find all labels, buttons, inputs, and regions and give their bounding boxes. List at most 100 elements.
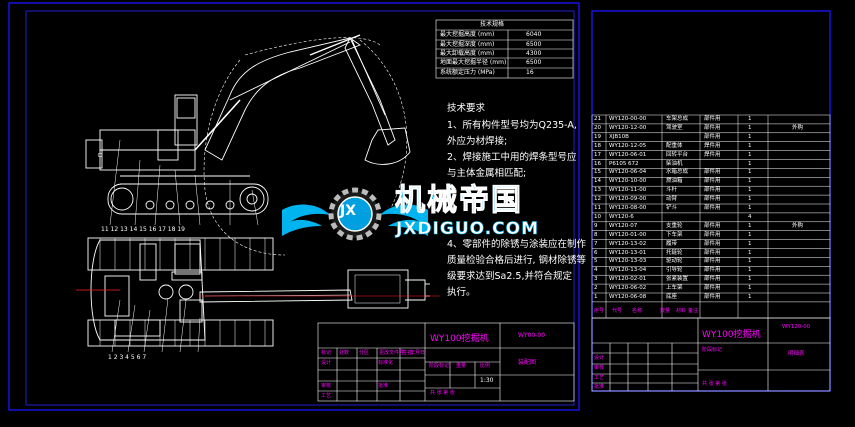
bom-cell-qty: 1 (748, 240, 752, 247)
left-sheet-border (8, 2, 580, 411)
balloon-labels-top: 1 2 3 4 5 6 7 (108, 354, 146, 361)
bom-cell-name: 燃油箱 (666, 178, 683, 185)
excavator-side-view (85, 34, 411, 256)
left-title-block-label: 标准化 (378, 360, 394, 366)
bom-cell-code: WY120-10-00 (609, 178, 647, 185)
bom-cell-no: 12 (594, 196, 601, 203)
left-title-block-label: 共 张 第 张 (430, 390, 455, 396)
bom-cell-no: 15 (594, 169, 601, 176)
watermark-brand: 机械帝国 (395, 183, 523, 218)
bom-cell-no: 11 (594, 205, 601, 211)
bom-cell-material: 部件用 (704, 124, 721, 131)
bom-cell-name: 车架总成 (666, 116, 689, 122)
right-title-block-name: WY100挖掘机 (702, 330, 761, 340)
bom-cell-no: 17 (594, 151, 601, 158)
bom-cell-material: 部件用 (704, 222, 721, 229)
bom-cell-name: 托链轮 (666, 249, 683, 256)
bom-cell-no: 5 (594, 258, 598, 265)
bom-cell-material: 部件用 (704, 116, 721, 122)
bom-cell-qty: 1 (748, 267, 752, 274)
tech-requirement-line: 级要求达到Sa2.5,并符合规定 (447, 271, 572, 282)
spec-table-grid (435, 19, 574, 79)
bom-cell-material: 部件用 (704, 187, 721, 194)
spec-row-label: 地面最大挖掘半径 (mm) (440, 59, 507, 66)
bom-cell-qty: 1 (748, 205, 752, 211)
left-title-block-label: 比例 (480, 363, 491, 369)
bom-cell-no: 8 (594, 231, 598, 238)
left-title-block-name: WY100挖掘机 (430, 334, 489, 344)
bom-cell-code: WY120-06-04 (609, 169, 647, 176)
bom-cell-material: 部件用 (704, 178, 721, 185)
bom-cell-name: 驱动轮 (666, 258, 683, 265)
right-title-block-header: 名称 (632, 308, 643, 314)
bom-cell-code: WY120-07 (609, 222, 638, 229)
right-title-block-header: 备注 (688, 308, 699, 314)
bom-cell-no: 19 (594, 133, 601, 140)
tech-requirement-line: 1、所有构件型号均为Q235-A, (447, 120, 577, 131)
bom-cell-code: WY120-06-08 (609, 294, 647, 300)
bom-cell-code: WY120-13-03 (609, 258, 647, 265)
bom-cell-code: WY120-06-01 (609, 151, 647, 158)
bom-cell-code: XJB10B (609, 133, 629, 140)
right-title-block-label: 审核 (594, 365, 605, 371)
tech-requirement-line: 与主体金属相匹配; (447, 168, 527, 179)
bom-cell-qty: 1 (748, 258, 752, 265)
bom-cell-no: 14 (594, 178, 601, 185)
bom-cell-code: WY120-00-00 (609, 116, 647, 122)
bom-cell-name: 动臂 (666, 196, 678, 203)
spec-row-value: 6040 (526, 31, 542, 38)
bom-cell-qty: 1 (748, 276, 752, 283)
left-title-block-code: WY00-00 (518, 332, 546, 339)
bom-cell-name: 下车架 (666, 231, 683, 238)
left-title-block-grid (317, 322, 575, 402)
left-sheet-inner-border (25, 10, 575, 406)
bom-cell-qty: 1 (748, 151, 752, 158)
right-title-block-label: 阶段标记 (702, 347, 723, 353)
tech-requirement-line: 2、焊接施工中用的焊条型号应 (447, 152, 577, 163)
watermark-gear-logo-icon (282, 187, 428, 241)
tech-requirements-title: 技术要求 (447, 103, 486, 114)
watermark-badge: JX (340, 203, 357, 219)
bom-cell-no: 4 (594, 267, 598, 274)
bom-cell-name: 引导轮 (666, 267, 683, 274)
right-title-block-header: 材料 (676, 308, 687, 314)
bom-cell-no: 1 (594, 294, 598, 300)
tech-requirement-line: 4、零部件的除锈与涂装应在制作 (447, 239, 587, 250)
left-title-block-header: 更改文件号 (379, 350, 405, 356)
left-title-block-header: 处数 (339, 350, 350, 356)
right-title-block-code: WY120-00 (782, 324, 811, 330)
bom-cell-code: P6105 672 (609, 160, 639, 167)
right-title-block-header: 数量 (660, 308, 671, 314)
left-title-block-label: 批准 (378, 383, 389, 389)
bom-cell-no: 7 (594, 240, 598, 247)
bom-cell-name: 水箱总成 (666, 169, 689, 176)
bom-cell-no: 16 (594, 160, 601, 167)
bom-cell-note: 外购 (792, 222, 804, 229)
bom-cell-code: WY120-12-00 (609, 124, 647, 131)
left-title-block-label: 阶段标记 (429, 363, 450, 369)
left-title-block-header: 标记 (321, 350, 332, 356)
left-title-block-label: 审核 (321, 383, 332, 389)
bom-cell-no: 10 (594, 213, 601, 220)
bom-cell-name: 张紧装置 (666, 276, 689, 283)
bom-cell-code: WY120-02-01 (609, 276, 647, 283)
left-title-block-label: 工艺 (321, 393, 332, 399)
right-title-block-label: 共 张 第 张 (702, 381, 727, 387)
left-title-block-drawing-type: 装配图 (518, 359, 537, 366)
bom-cell-code: WY120-08-00 (609, 205, 647, 211)
bom-cell-qty: 1 (748, 285, 752, 292)
bom-cell-note: 外购 (792, 124, 804, 131)
tech-requirement-line: 质量检验合格后进行, 钢材除锈等 (447, 255, 587, 266)
bom-cell-code: WY120-13-01 (609, 249, 647, 256)
bom-cell-code: WY120-01-00 (609, 231, 647, 238)
bom-cell-code: WY120-06-02 (609, 285, 647, 292)
left-title-block-header: 分区 (359, 350, 370, 356)
bom-cell-material: 部件用 (704, 267, 721, 274)
bom-cell-material: 部件用 (704, 276, 721, 283)
bom-cell-qty: 1 (748, 231, 752, 238)
bom-cell-qty: 1 (748, 124, 752, 131)
bom-cell-no: 2 (594, 285, 598, 292)
bom-cell-qty: 4 (748, 213, 752, 220)
bom-cell-name: 斗杆 (666, 187, 678, 194)
